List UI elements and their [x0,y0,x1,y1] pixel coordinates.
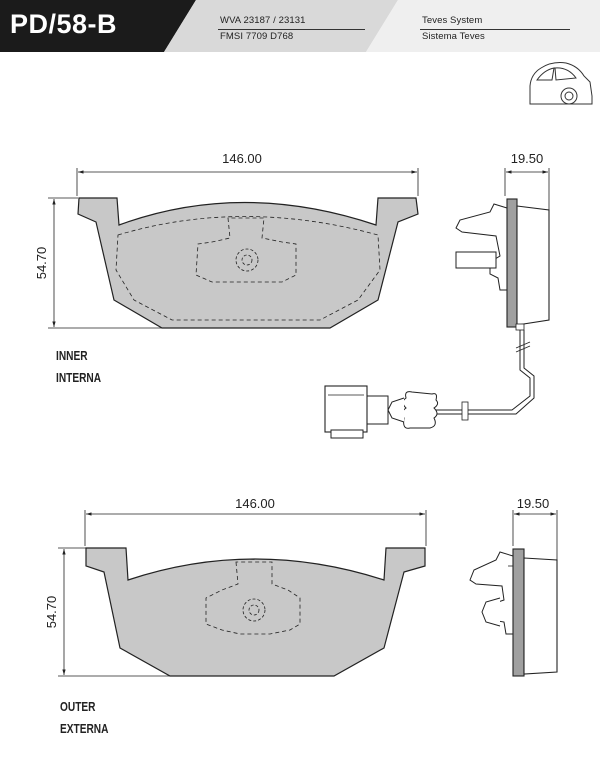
wear-sensor-boot [401,391,439,429]
inner-center-mount [195,217,297,283]
inner-pad-backplate [77,197,419,329]
inner-label-es: INTERNA [56,370,102,385]
outer-label: OUTER [60,699,96,714]
outer-height-dimension: 54.70 [44,596,59,629]
header-light-panel [366,0,600,52]
inner-width-dimension: 146.00 [222,151,262,166]
outer-backplate-section [512,548,525,677]
inner-pad-side-view: 19.50 [324,151,550,439]
inner-pad-front-view: 146.00 54.70 [34,151,419,329]
fmsi-reference: FMSI 7709 D768 [220,31,294,42]
system-divider [420,29,570,30]
header-dark-panel [0,0,196,52]
wear-sensor-wire [432,330,531,411]
header-background [0,0,600,52]
system-name: Teves System [422,15,483,26]
inner-thickness-dimension: 19.50 [511,151,544,166]
outer-friction-section [523,557,558,675]
outer-pad-backplate [85,547,426,677]
header-mid-panel [164,0,398,52]
inner-label: INNER [56,348,88,363]
outer-center-mount [205,561,301,635]
header-bar: PD/58-B WVA 23187 / 23131 FMSI 7709 D768… [0,0,600,52]
inner-friction-section [516,205,550,326]
car-side-icon [529,62,593,105]
wear-sensor-connector [324,385,368,433]
inner-friction-outline [115,216,381,321]
outer-width-dimension: 146.00 [235,496,275,511]
outer-spring-clip [469,551,514,635]
wva-reference: WVA 23187 / 23131 [220,15,306,26]
outer-label-es: EXTERNA [60,721,109,736]
ref-divider [218,29,365,30]
product-code: PD/58-B [10,9,118,39]
outer-pad-side-view: 19.50 [469,496,558,677]
outer-thickness-dimension: 19.50 [517,496,550,511]
inner-height-dimension: 54.70 [34,247,49,280]
inner-spring-clip [455,203,508,291]
inner-backplate-section [506,198,518,328]
system-name-es: Sistema Teves [422,31,485,42]
outer-pad-front-view: 146.00 54.70 [44,496,427,677]
